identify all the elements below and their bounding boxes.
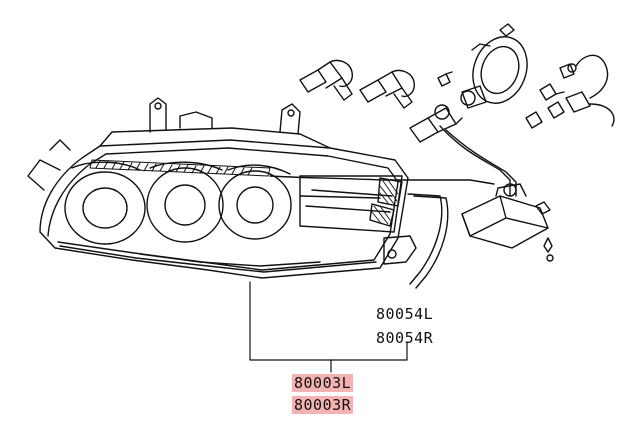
part-number-80054l: 80054L (376, 305, 434, 323)
part-number-80003r[interactable]: 80003R (292, 396, 354, 414)
upper-trim-strip (89, 159, 271, 177)
headlamp-housing (27, 97, 409, 279)
projector-reflectors (64, 161, 292, 245)
lower-trim (59, 235, 417, 273)
side-lens (299, 175, 403, 233)
part-number-80003l[interactable]: 80003L (292, 374, 354, 392)
part-number-80054r: 80054R (376, 329, 434, 347)
ballast-unit (461, 183, 554, 262)
leader-lines (249, 281, 408, 373)
bulb-set (299, 23, 615, 143)
wiring-harness (269, 125, 517, 289)
